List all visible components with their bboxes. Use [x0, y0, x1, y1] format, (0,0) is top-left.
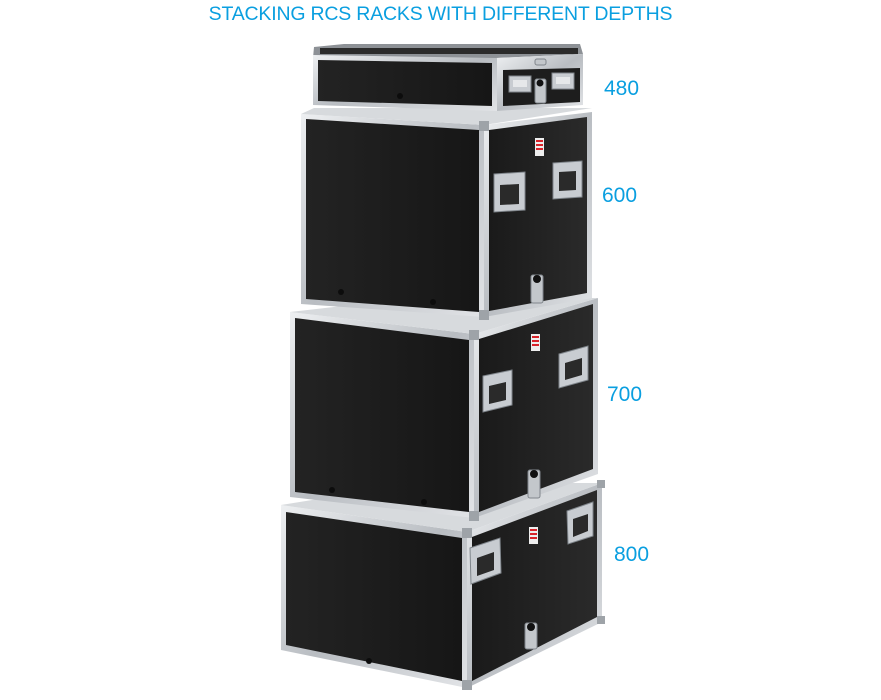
diagram-title: STACKING RCS RACKS WITH DIFFERENT DEPTHS	[208, 3, 673, 25]
handle-icon	[508, 75, 532, 93]
handle-icon	[558, 345, 589, 389]
rack-480-case	[313, 44, 583, 111]
latch-icon	[524, 622, 538, 650]
brand-logo-icon	[535, 138, 544, 156]
rack-700-case	[290, 298, 598, 521]
handle-icon	[551, 72, 575, 90]
brand-logo-icon	[529, 527, 538, 544]
handle-icon	[566, 501, 594, 545]
depth-label-700: 700	[607, 383, 643, 406]
handle-icon	[482, 369, 513, 413]
brand-logo-icon	[531, 334, 540, 351]
handle-icon	[552, 160, 583, 200]
latch-icon	[530, 274, 544, 304]
depth-label-480: 480	[604, 77, 640, 100]
depth-label-600: 600	[602, 184, 638, 207]
handle-icon	[469, 537, 502, 585]
depth-label-800: 800	[614, 543, 650, 566]
rack-800-case	[281, 480, 605, 690]
handle-icon	[493, 171, 526, 213]
rack-600-case	[301, 108, 592, 320]
latch-icon	[534, 78, 547, 104]
latch-icon	[527, 469, 541, 499]
